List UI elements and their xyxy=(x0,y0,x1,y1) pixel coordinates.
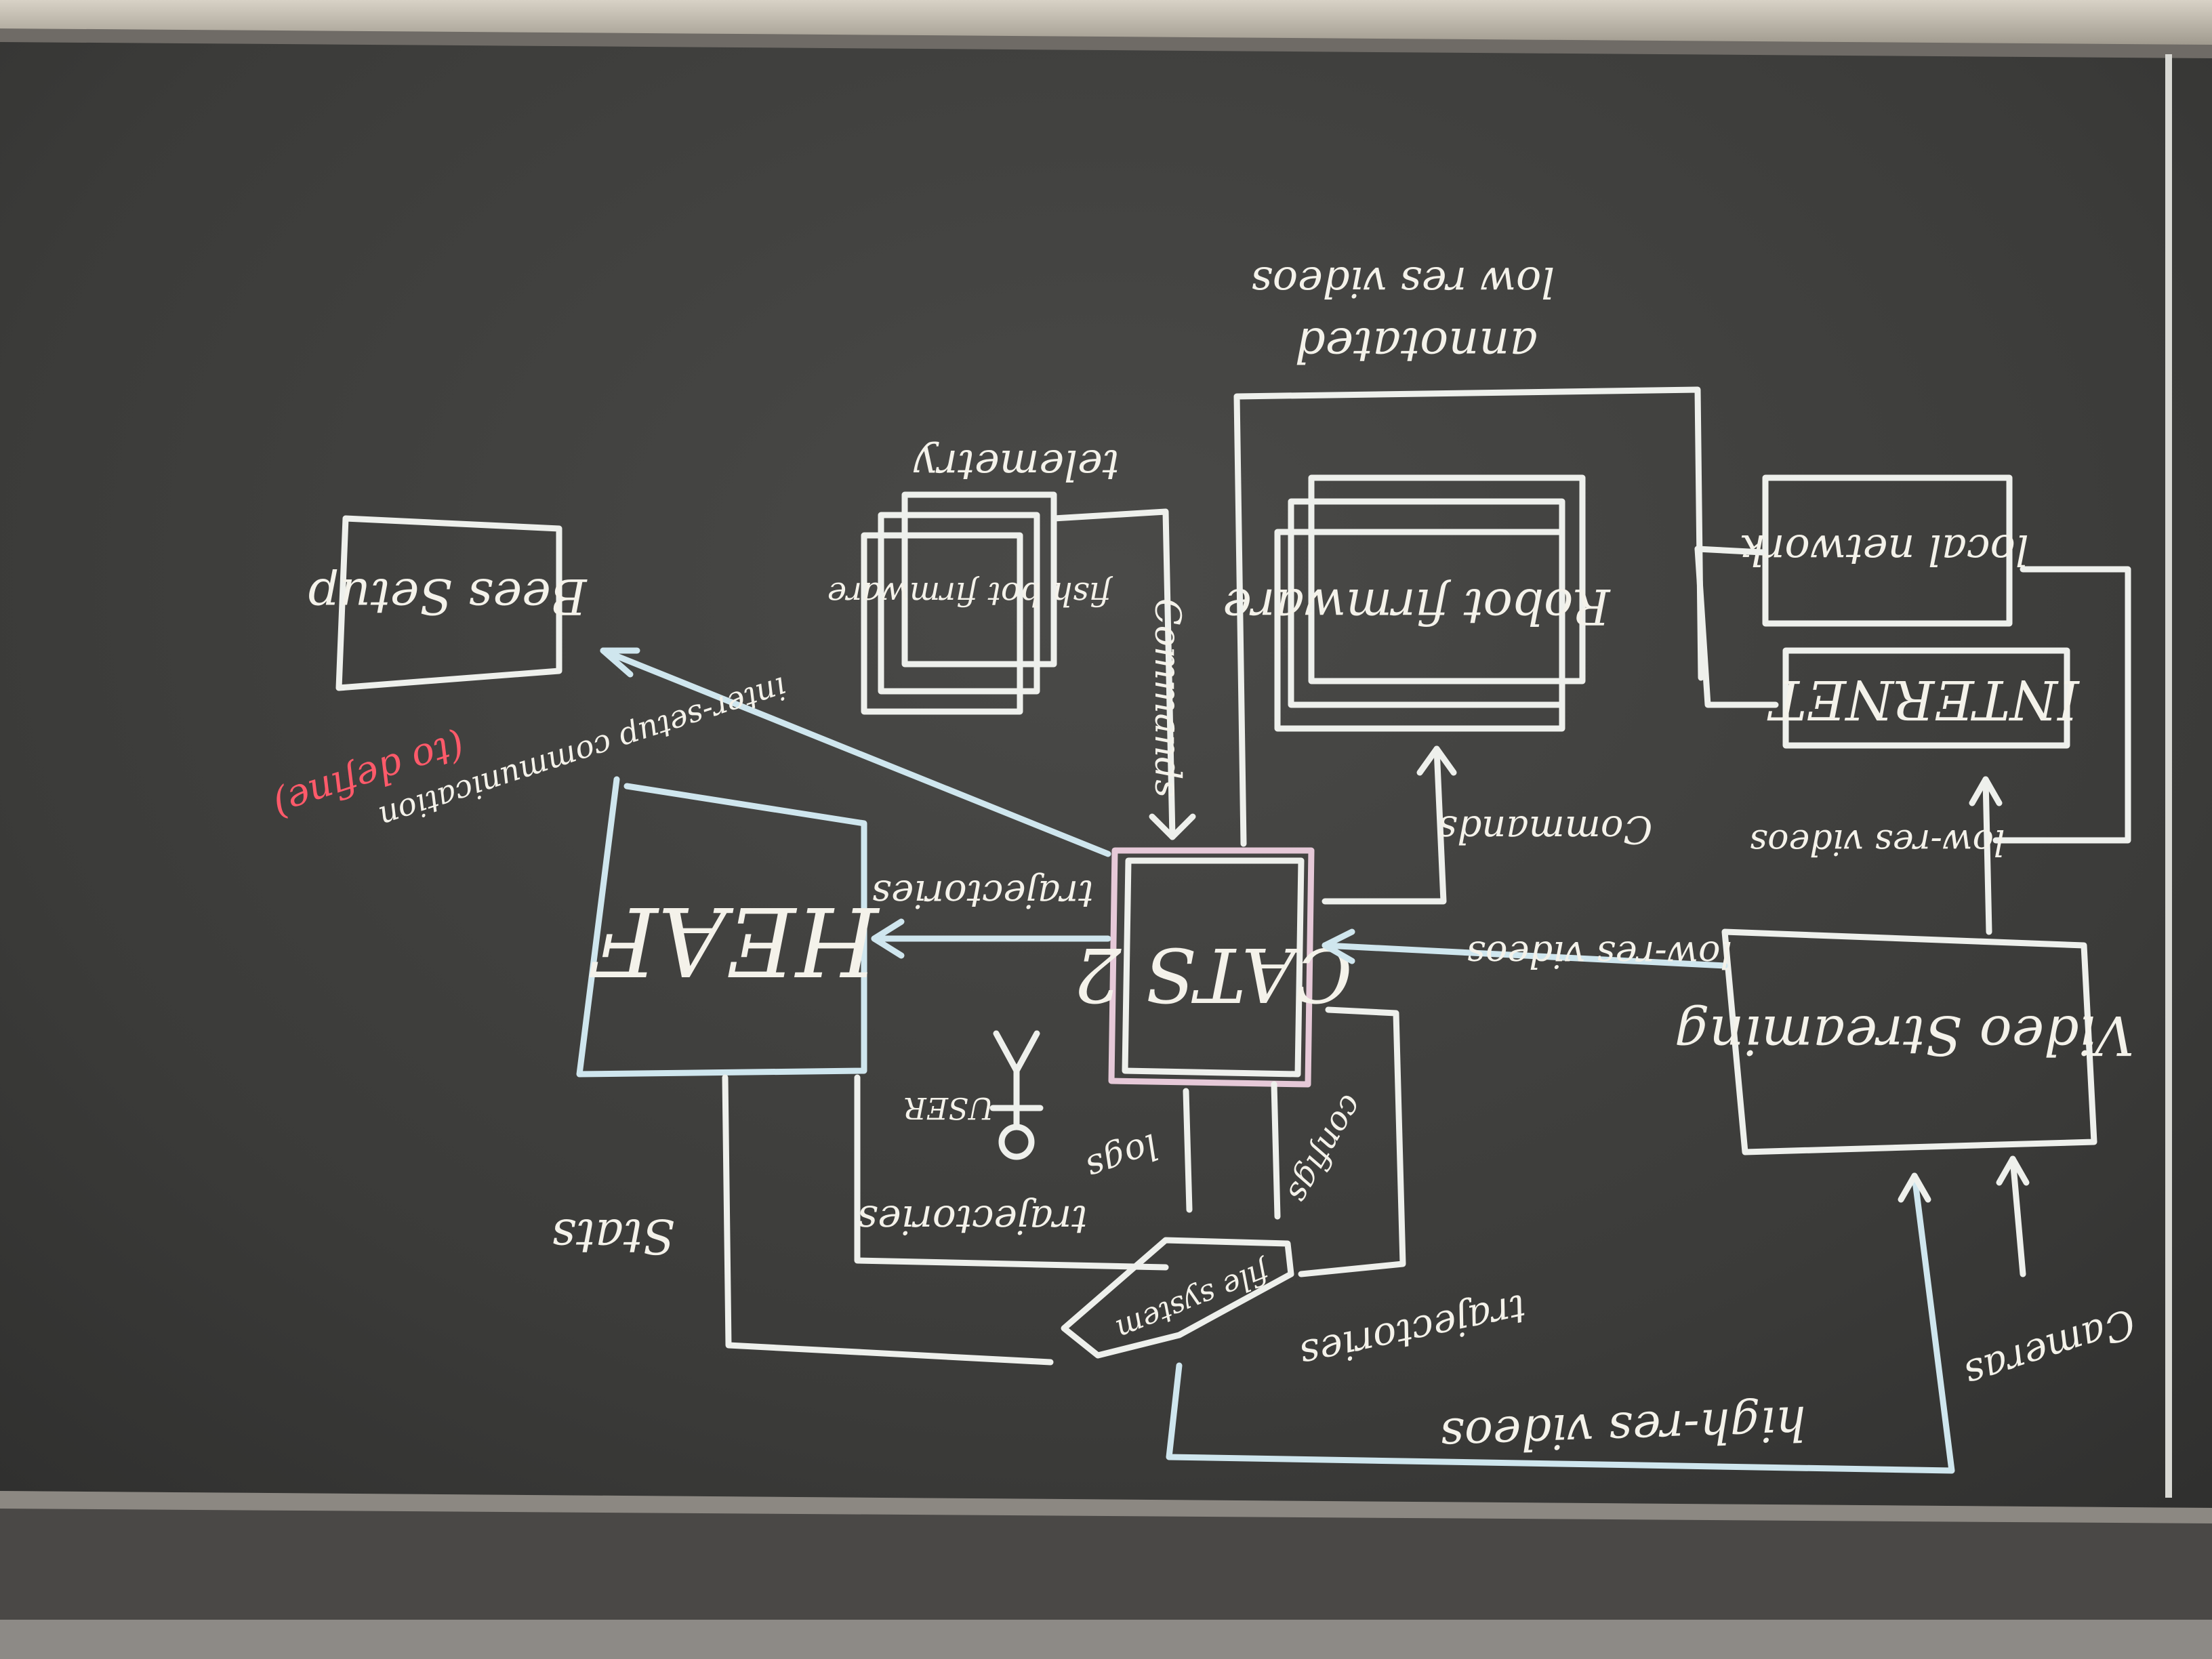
internet-node: INTERNET xyxy=(1767,647,2081,749)
bees-setup-label: Bees Setup xyxy=(308,568,588,625)
chalk-tray-lip xyxy=(0,1491,2212,1523)
robot-node: Robot firmware xyxy=(1223,474,1612,732)
low-res-videos-top-label: low res videos xyxy=(1251,258,1555,307)
commands-robot-label: Commands xyxy=(1438,807,1653,851)
telemetry-label: telemetry xyxy=(913,441,1119,490)
stats-label: Stats xyxy=(552,1208,675,1264)
wall-top xyxy=(0,0,2212,47)
trajectories-bottom-label: trajectories xyxy=(858,1197,1088,1243)
bees-setup-node: Bees Setup xyxy=(308,515,588,691)
floor-strip xyxy=(0,1620,2212,1659)
commands-fish-label: Commands xyxy=(1147,598,1187,798)
user-figure: USER xyxy=(904,1030,1044,1160)
internet-label: INTERNET xyxy=(1767,668,2081,731)
high-res-videos-label: high-res videos xyxy=(1439,1395,1807,1464)
connectors xyxy=(600,508,2131,1474)
local-network-node: local network xyxy=(1739,474,2029,627)
chalk-tray xyxy=(0,1491,2212,1659)
annotated-bracket xyxy=(1233,386,1704,847)
user-label: USER xyxy=(904,1090,994,1125)
video-streaming-node: Video Streaming xyxy=(1675,928,2135,1155)
board-right-edge xyxy=(2165,54,2172,1498)
trajectories-heaf-label: trajectories xyxy=(872,872,1093,916)
heaf-node: HEAF xyxy=(576,776,880,1078)
annotated-label: annotated xyxy=(1295,317,1538,373)
fishbot-label: fish bot firmware xyxy=(827,575,1113,613)
low-res-videos-side-label: low-res videos xyxy=(1467,933,1732,976)
cats-label: CATS 2 xyxy=(1073,931,1352,1018)
low-res-videos-right-label: low-res videos xyxy=(1750,821,2005,862)
robot-label: Robot firmware xyxy=(1223,578,1611,635)
heaf-label: HEAF xyxy=(589,885,880,996)
video-streaming-label: Video Streaming xyxy=(1675,1004,2135,1067)
board-top-rail xyxy=(0,28,2212,58)
cats-node: CATS 2 xyxy=(1073,847,1353,1088)
fishbot-node: fish bot firmware xyxy=(827,491,1113,715)
local-network-label: local network xyxy=(1739,525,2029,575)
